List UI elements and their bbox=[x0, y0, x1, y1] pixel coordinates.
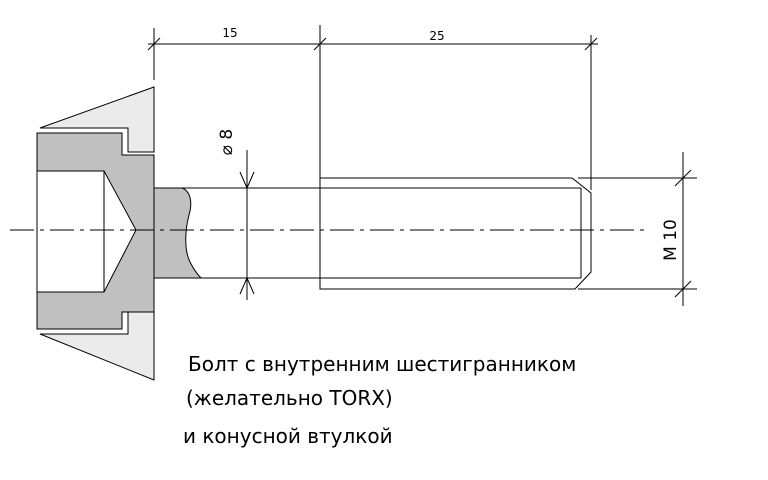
dimension-15: 15 bbox=[222, 26, 237, 40]
dimension-diameter-8: ⌀ 8 bbox=[217, 129, 237, 155]
caption-line-1: Болт с внутренним шестигранником bbox=[188, 352, 577, 376]
thread-outline bbox=[319, 177, 592, 290]
hex-socket bbox=[36, 170, 137, 293]
caption-line-3: и конусной втулкой bbox=[183, 424, 393, 448]
dimension-25: 25 bbox=[429, 29, 444, 43]
caption-line-2: (желательно TORX) bbox=[186, 386, 393, 410]
bushing-top bbox=[39, 86, 155, 153]
dimension-m10: M 10 bbox=[661, 219, 681, 261]
shank-break-section bbox=[153, 187, 203, 279]
